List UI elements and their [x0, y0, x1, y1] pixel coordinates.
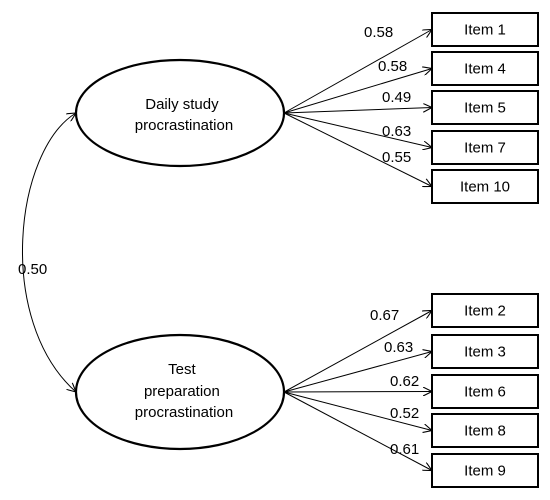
item-box — [431, 413, 539, 448]
loading-arrow — [283, 392, 432, 393]
loading-label: 0.67 — [370, 307, 399, 324]
factor-label-line: preparation — [144, 383, 220, 400]
loading-arrow — [283, 69, 432, 114]
loading-label: 0.52 — [390, 405, 419, 422]
loading-label: 0.58 — [364, 24, 393, 41]
loading-arrow — [283, 311, 432, 393]
loading-label: 0.63 — [384, 339, 413, 356]
factor-correlation-arrow — [22, 113, 76, 392]
loading-arrow — [283, 30, 432, 114]
loading-arrow — [283, 112, 432, 187]
loading-label: 0.55 — [382, 149, 411, 166]
loading-label: 0.58 — [378, 58, 407, 75]
item-label: Item 2 — [464, 303, 506, 320]
factor-label-line: Test — [168, 361, 196, 378]
item-label: Item 4 — [464, 61, 506, 78]
factor-label-line: procrastination — [135, 404, 233, 421]
item-label: Item 7 — [464, 140, 506, 157]
item-label: Item 9 — [464, 463, 506, 480]
loading-arrow — [283, 108, 432, 114]
loading-arrow — [283, 391, 432, 431]
factor-label: Daily study procrastination — [135, 96, 233, 134]
item-box — [431, 453, 539, 488]
loading-arrow — [283, 391, 432, 471]
loading-arrow — [283, 112, 432, 148]
item-box — [431, 130, 539, 165]
loading-label: 0.49 — [382, 89, 411, 106]
factor-label: Test preparation procrastination — [135, 361, 233, 421]
item-box — [431, 169, 539, 204]
item-box — [431, 12, 539, 47]
item-box — [431, 374, 539, 409]
item-box — [431, 334, 539, 369]
item-label: Item 6 — [464, 384, 506, 401]
correlation-label: 0.50 — [18, 261, 47, 278]
item-label: Item 3 — [464, 344, 506, 361]
factor-ellipse — [74, 58, 286, 168]
item-label: Item 8 — [464, 423, 506, 440]
loading-label: 0.61 — [390, 441, 419, 458]
loading-label: 0.62 — [390, 373, 419, 390]
loading-label: 0.63 — [382, 123, 411, 140]
item-label: Item 10 — [460, 179, 510, 196]
item-box — [431, 293, 539, 328]
factor-test-preparation: Test preparation procrastination — [74, 333, 286, 451]
item-box — [431, 90, 539, 125]
item-box — [431, 51, 539, 86]
item-label: Item 1 — [464, 22, 506, 39]
loading-arrow — [283, 352, 432, 393]
factor-daily-study: Daily study procrastination — [74, 58, 286, 168]
factor-label-line: Daily study — [145, 96, 219, 113]
item-label: Item 5 — [464, 100, 506, 117]
factor-label-line: procrastination — [135, 117, 233, 134]
